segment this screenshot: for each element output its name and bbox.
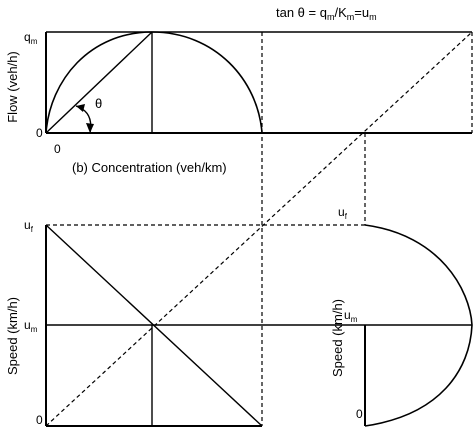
dash-diagonal	[45, 31, 473, 427]
angle-label: θ	[95, 96, 102, 111]
speed-concentration-line	[45, 224, 263, 427]
bl-y-axis-label: Speed (km/h)	[5, 297, 20, 375]
qm-label: qm	[24, 30, 38, 46]
top-origin-y-label: 0	[36, 126, 43, 140]
projection-lines	[45, 31, 473, 427]
top-panel: θ qm 0 0 Flow (veh/h) (b) Concentration …	[5, 30, 472, 175]
br-origin-label: 0	[356, 407, 363, 421]
top-x-axis-label: (b) Concentration (veh/km)	[72, 160, 227, 175]
bottom-left-panel: uf um 0 Speed (km/h)	[5, 218, 472, 427]
angle-arrow-top	[76, 104, 85, 112]
angle-arrow	[86, 123, 94, 133]
secant-line	[45, 31, 153, 134]
bottom-right-panel: uf um 0 Speed (km/h)	[330, 205, 473, 427]
top-origin-x-label: 0	[54, 142, 61, 156]
br-uf-label: uf	[338, 205, 348, 221]
top-y-axis-label: Flow (veh/h)	[5, 51, 20, 123]
bl-um-label: um	[24, 318, 38, 334]
br-um-label: um	[344, 308, 358, 324]
br-y-axis-label: Speed (km/h)	[330, 299, 345, 377]
flow-concentration-curve	[45, 31, 263, 134]
bl-uf-label: uf	[24, 218, 34, 234]
equation-text: tan θ = qm/Km=um	[276, 5, 377, 22]
speed-flow-curve	[364, 224, 473, 427]
bl-origin-label: 0	[36, 413, 43, 427]
